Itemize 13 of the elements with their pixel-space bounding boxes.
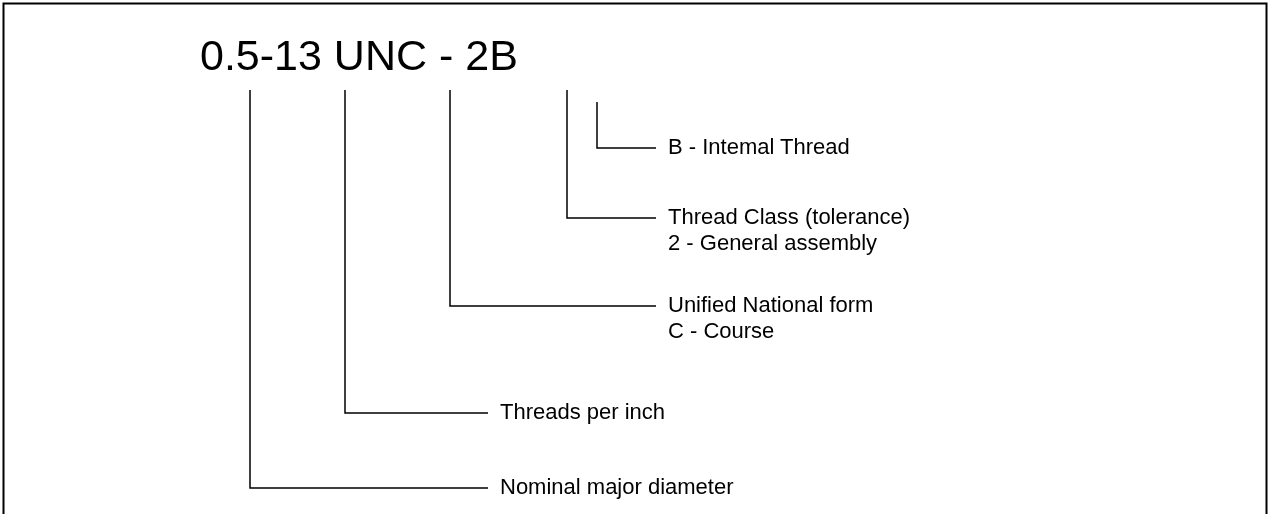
callout-text: B - Intemal Thread [668,134,850,160]
callout-text: Unified National form [668,292,874,318]
callout-text: Nominal major diameter [500,474,734,500]
leader-line [566,89,657,219]
callout-text: 2 - General assembly [668,230,879,256]
leader-line [596,101,657,149]
callout-text: Threads per inch [500,399,666,425]
leader-line [344,89,489,414]
callout-text: C - Course [668,318,776,344]
leader-line [449,89,657,307]
thread-designation: 0.5-13 UNC - 2B [200,30,518,80]
callout-text: Thread Class (tolerance) [668,204,911,230]
leader-line [249,89,489,489]
